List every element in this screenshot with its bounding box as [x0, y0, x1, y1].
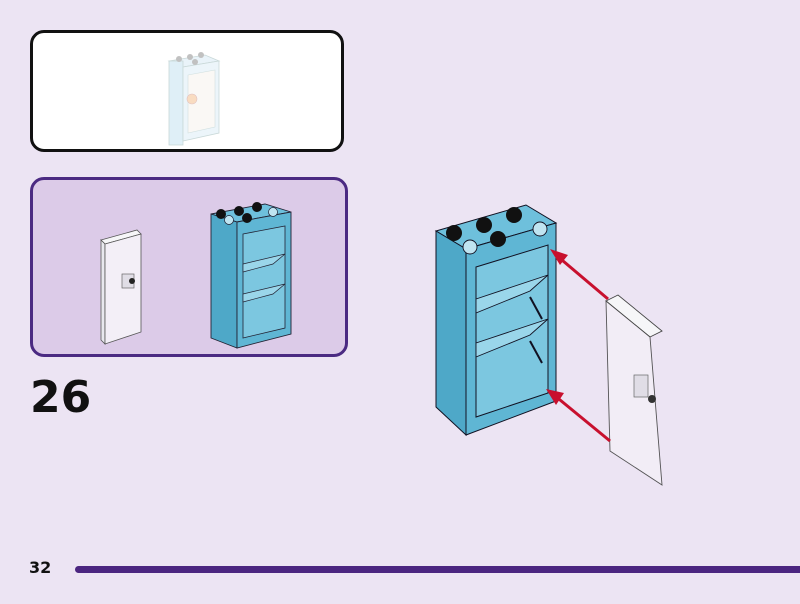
cabinet-preview-image: [167, 52, 221, 146]
door-part-image: [100, 229, 142, 345]
assembly-illustration: [434, 204, 663, 486]
door-model: [605, 294, 663, 486]
step-number: 26: [30, 372, 92, 423]
result-preview-box: [30, 30, 344, 152]
cabinet-model: [434, 204, 558, 437]
page-number: 32: [29, 558, 52, 577]
red-arrow: [546, 389, 611, 443]
cupboard-part-image: [210, 202, 292, 349]
red-arrow: [550, 249, 609, 301]
parts-callout-box: [30, 177, 348, 357]
page-footer-bar: [75, 566, 800, 573]
